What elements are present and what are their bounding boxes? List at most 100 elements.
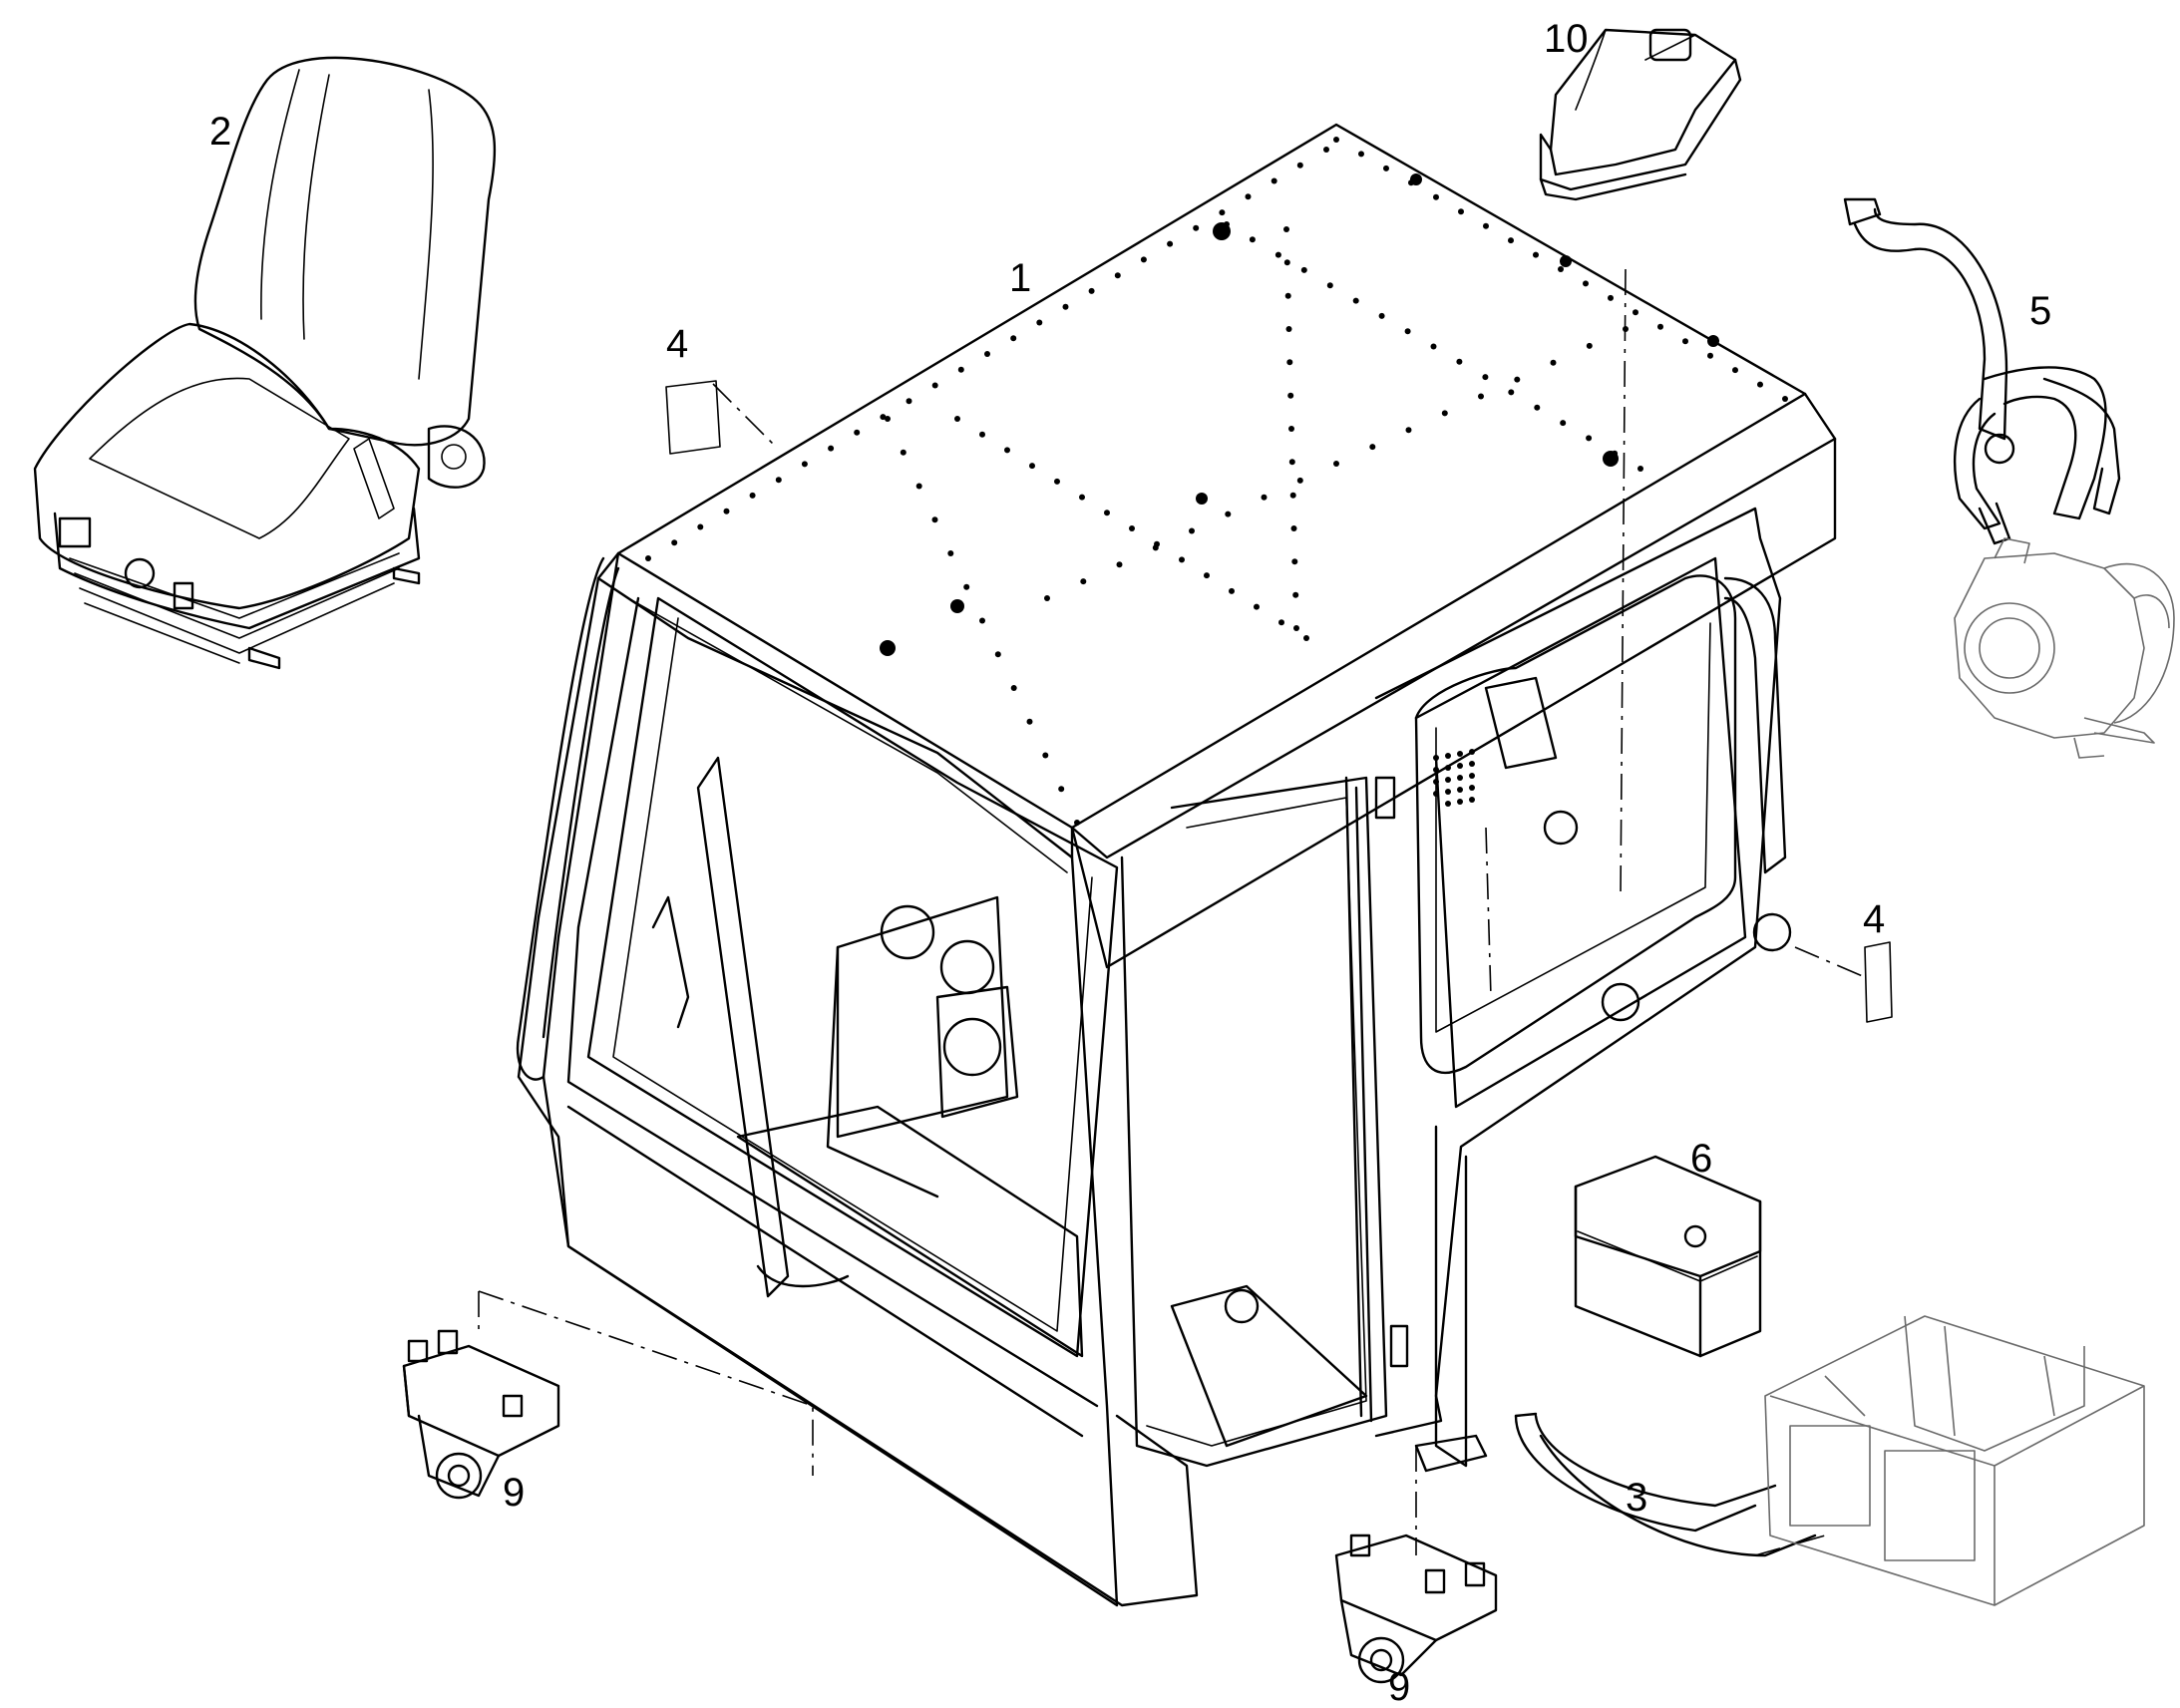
roof-bolt (1378, 312, 1385, 319)
roof-bolt (1026, 718, 1033, 725)
roof-bolt (1558, 266, 1564, 272)
roof-bolt (1036, 319, 1043, 326)
roof-bolt (1116, 561, 1123, 568)
callout-mount-right: 9 (1388, 1665, 1410, 1708)
roof-bolt (1010, 335, 1017, 342)
roof-bolt (1296, 162, 1303, 169)
hose-assembly-icon (1843, 197, 2121, 545)
roof-bolt (1534, 404, 1541, 411)
callout-cab: 1 (1009, 256, 1031, 300)
roof-bolt (1140, 256, 1147, 263)
roof-bolt (1054, 478, 1060, 485)
roof-bolt (1196, 493, 1208, 505)
roof-bolt (963, 583, 970, 590)
roof-bolt (950, 599, 964, 613)
roof-bolt (1550, 359, 1557, 366)
roof-bolt (1333, 461, 1339, 467)
roof-bolt (723, 508, 730, 514)
roof-bolt (1229, 587, 1235, 594)
roof-bolt (1286, 359, 1293, 366)
roof-bolt (1478, 393, 1484, 400)
roof-bolt (1283, 259, 1290, 266)
roof-bolt (1482, 374, 1489, 381)
roof-bolt (1533, 251, 1539, 258)
roof-bolt (1732, 367, 1738, 374)
roof-bolt (1288, 459, 1295, 466)
roof-bolt (1441, 410, 1448, 417)
cab-icon (516, 123, 1837, 1607)
roof-bolt (1296, 477, 1303, 484)
roof-bolt (1586, 435, 1593, 442)
roof-bolt (1225, 511, 1232, 517)
roof-bolt (1458, 208, 1464, 215)
callout-beacon: 10 (1544, 17, 1589, 61)
roof-bolt (749, 492, 756, 499)
roof-bolt (1193, 224, 1200, 231)
roof-bolt (1456, 358, 1463, 365)
seat-icon (33, 56, 497, 670)
roof-bolt (994, 651, 1001, 658)
roof-bolt (1707, 352, 1713, 359)
roof-bolt (1044, 595, 1050, 601)
roof-bolt (1074, 820, 1080, 826)
roof-bolt (1287, 392, 1294, 399)
roof-bolt (1213, 222, 1231, 240)
cab-mount-left (402, 1329, 560, 1500)
roof-bolt (1508, 237, 1514, 244)
roof-bolt (1285, 326, 1292, 332)
roof-bolt (885, 416, 891, 422)
roof-bolt (1219, 209, 1226, 216)
roof-bolt (1405, 427, 1412, 434)
roof-bolt (1042, 752, 1049, 759)
roof-bolt (1129, 525, 1135, 531)
roof-bolt (1249, 236, 1256, 243)
roof-bolt (1058, 786, 1065, 793)
roof-bolt (1657, 323, 1663, 330)
roof-bolt (1189, 527, 1195, 534)
callout-hoses: 3 (1626, 1476, 1647, 1520)
roof-bolt (1152, 544, 1159, 551)
roof-bolt (1283, 226, 1289, 232)
roof-bolt (1271, 177, 1277, 184)
ac-compressor-icon (1954, 537, 2175, 759)
roof-bolt (931, 382, 938, 389)
roof-bolt (1300, 266, 1307, 273)
speaker-grille (1433, 749, 1475, 807)
roof-bolt (1079, 494, 1085, 501)
roof-bolt (1323, 147, 1329, 153)
decal-right (1864, 941, 1893, 1023)
callout-decal-left: 4 (666, 322, 688, 366)
roof-bolt (1603, 451, 1619, 467)
roof-bolt (1293, 625, 1299, 631)
roof-bolt (1292, 591, 1299, 598)
roof-bolt (954, 416, 960, 422)
roof-bolt (1062, 303, 1069, 310)
callout-mount-left: 9 (503, 1471, 525, 1515)
roof-bolt (1707, 335, 1719, 347)
roof-bolt (1514, 376, 1521, 383)
heater-unit-icon (1764, 1315, 2145, 1606)
roof-bolt (697, 523, 704, 530)
cab-mount-right (1334, 1534, 1498, 1684)
roof-bolt (671, 539, 678, 546)
roof-bolt (984, 351, 990, 357)
roof-bolt (979, 617, 985, 624)
roof-bolt (828, 445, 835, 452)
roof-bolt (900, 449, 907, 456)
beacon-light-icon (1539, 28, 1742, 201)
roof-bolt (1261, 494, 1268, 501)
roof-bolt (1637, 466, 1643, 472)
roof-bolt (1088, 287, 1095, 294)
battery-icon (1574, 1155, 1762, 1358)
roof-bolt (1029, 463, 1035, 470)
roof-bolt (1560, 255, 1572, 267)
roof-bolt (1290, 525, 1297, 531)
roof-bolt (957, 366, 964, 373)
roof-bolt (1383, 165, 1389, 171)
roof-bolt (880, 640, 896, 656)
roof-bolt (854, 429, 861, 436)
roof-bolt (1560, 420, 1567, 427)
roof-bolt (775, 477, 782, 484)
roof-bolt (1757, 381, 1763, 388)
roof-bolt (1782, 396, 1788, 402)
